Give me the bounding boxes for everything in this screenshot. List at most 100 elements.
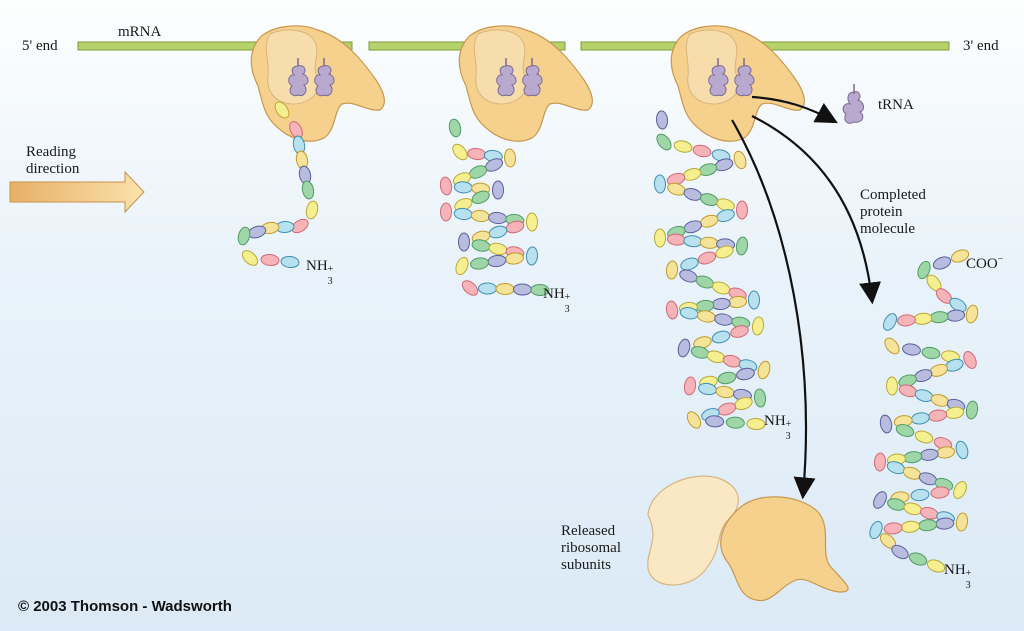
ribosome-1	[250, 25, 385, 142]
amino-acid-bead	[945, 406, 965, 419]
polypeptide-chain-1	[237, 101, 319, 269]
amino-acid-bead	[735, 236, 749, 256]
trna-label: tRNA	[878, 97, 914, 113]
amino-acid-bead	[470, 257, 489, 270]
ribosome-small-subunit	[265, 29, 320, 105]
amino-acid-bead	[725, 416, 745, 429]
amino-acid-bead	[699, 236, 719, 249]
amino-acid-bead	[717, 371, 737, 385]
trna-icon	[288, 58, 309, 97]
amino-acid-bead	[733, 150, 747, 170]
amino-acid-bead	[455, 256, 469, 276]
amino-acid-bead	[919, 448, 939, 461]
amino-acid-bead	[965, 400, 979, 420]
large-subunit-shape	[720, 496, 849, 602]
amino-acid-bead	[680, 257, 699, 271]
amino-acid-bead	[914, 389, 934, 402]
amino-acid-bead	[513, 283, 532, 296]
ribosome-3	[670, 25, 805, 142]
trna-icon	[314, 58, 335, 97]
ribosome-small-subunit	[685, 29, 740, 105]
three-prime-end-label: 3' end	[963, 38, 999, 54]
amino-acid-bead	[946, 309, 966, 322]
amino-acid-bead	[736, 200, 748, 220]
amino-acid-bead	[488, 211, 508, 225]
amino-acid-bead	[900, 520, 920, 533]
amino-acid-bead	[525, 246, 539, 266]
amino-acid-bead	[458, 232, 470, 252]
amino-acid-bead	[530, 283, 550, 297]
amino-acid-bead	[883, 522, 903, 535]
amino-acid-bead	[679, 269, 698, 283]
amino-acid-bead	[692, 144, 712, 158]
amino-acid-bead	[665, 260, 679, 280]
nh3-label-2: NH+3	[543, 286, 571, 315]
amino-acid-bead	[655, 110, 669, 130]
amino-acid-bead	[291, 218, 309, 234]
amino-acid-bead	[711, 297, 731, 311]
amino-acid-bead	[241, 250, 259, 266]
amino-acid-bead	[488, 242, 508, 256]
trna-icon	[734, 58, 755, 97]
polypeptide-chain-4	[869, 249, 979, 573]
amino-acid-bead	[706, 350, 726, 364]
amino-acid-bead	[301, 180, 315, 200]
amino-acid-bead	[873, 452, 887, 472]
amino-acid-bead	[711, 330, 731, 344]
amino-acid-bead	[717, 402, 737, 416]
amino-acid-bead	[237, 226, 251, 246]
amino-acid-bead	[953, 481, 967, 499]
amino-acid-bead	[914, 430, 934, 444]
amino-acid-bead	[503, 148, 517, 168]
amino-acid-bead	[260, 253, 280, 267]
amino-acid-bead	[695, 275, 714, 289]
amino-acid-bead	[673, 140, 693, 153]
five-prime-end-label: 5' end	[22, 38, 58, 54]
amino-acid-bead	[753, 388, 767, 408]
released-subunits-label: Released ribosomal subunits	[561, 523, 621, 573]
polypeptide-chain-2	[439, 118, 550, 297]
nh3-label-4: NH+3	[944, 562, 972, 591]
amino-acid-bead	[656, 133, 672, 151]
trna-icon	[522, 58, 543, 97]
amino-acid-bead	[439, 176, 453, 196]
amino-acid-bead	[722, 354, 742, 368]
amino-acid-bead	[715, 385, 735, 399]
nh3-label-3: NH+3	[764, 413, 792, 442]
amino-acid-bead	[930, 394, 950, 407]
amino-acid-bead	[274, 101, 290, 119]
amino-acid-bead	[928, 409, 948, 422]
amino-acid-bead	[452, 143, 468, 161]
amino-acid-bead	[921, 346, 941, 360]
ribosome-2	[458, 25, 593, 142]
amino-acid-bead	[736, 367, 755, 381]
free-trna-icon	[842, 84, 865, 124]
amino-acid-bead	[748, 290, 760, 310]
amino-acid-bead	[712, 281, 731, 295]
amino-acid-bead	[487, 254, 507, 268]
amino-acid-bead	[471, 190, 490, 204]
ribosome-small-subunit	[473, 29, 528, 105]
amino-acid-bead	[879, 414, 893, 434]
amino-acid-bead	[698, 163, 718, 176]
amino-acid-bead	[929, 311, 949, 324]
amino-acid-bead	[885, 376, 899, 396]
reading-direction-arrow	[9, 170, 145, 214]
amino-acid-bead	[653, 174, 667, 194]
amino-acid-bead	[305, 200, 319, 220]
amino-acid-bead	[665, 300, 679, 320]
amino-acid-bead	[891, 544, 909, 560]
amino-acid-bead	[902, 343, 921, 356]
completed-protein-label: Completed protein molecule	[860, 187, 926, 237]
amino-acid-bead	[882, 313, 898, 331]
amino-acid-bead	[730, 325, 749, 338]
amino-acid-bead	[492, 180, 504, 200]
amino-acid-bead	[654, 228, 666, 248]
amino-acid-bead	[439, 202, 453, 222]
amino-acid-bead	[683, 376, 697, 396]
amino-acid-bead	[699, 193, 719, 207]
trna-icon	[496, 58, 517, 97]
amino-acid-bead	[965, 304, 979, 324]
released-subunits	[647, 475, 849, 602]
amino-acid-bead	[884, 337, 900, 355]
